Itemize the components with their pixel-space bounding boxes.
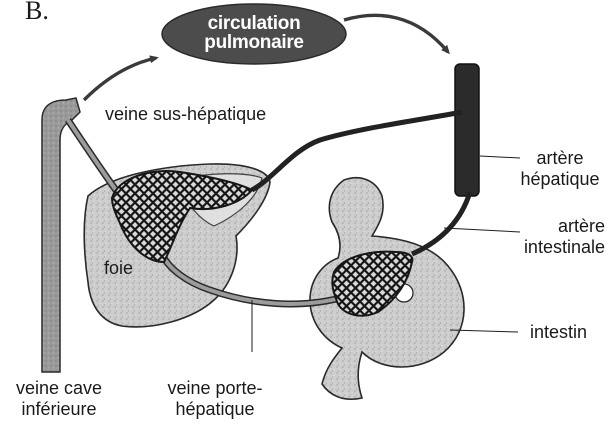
label-veine-cave-inferieure: veine cave inférieure (4, 378, 114, 420)
label-artere-hepatique: artère hépatique (512, 148, 607, 190)
vena-cava (42, 98, 80, 372)
intestinal-artery (412, 192, 470, 254)
panel-letter: B. (25, 0, 49, 26)
label-veine-porte-hepatique: veine porte- hépatique (150, 378, 280, 420)
arrow-cava-to-lungs (84, 58, 156, 100)
aorta (455, 64, 479, 196)
label-intestin: intestin (530, 322, 587, 343)
label-artere-intestinale: artère intestinale (505, 216, 605, 258)
arrow-lungs-to-aorta (344, 15, 448, 52)
pulmonary-circulation-label: circulation pulmonaire (168, 14, 340, 52)
label-foie: foie (104, 258, 133, 279)
label-veine-sus-hepatique: veine sus-hépatique (105, 104, 266, 125)
